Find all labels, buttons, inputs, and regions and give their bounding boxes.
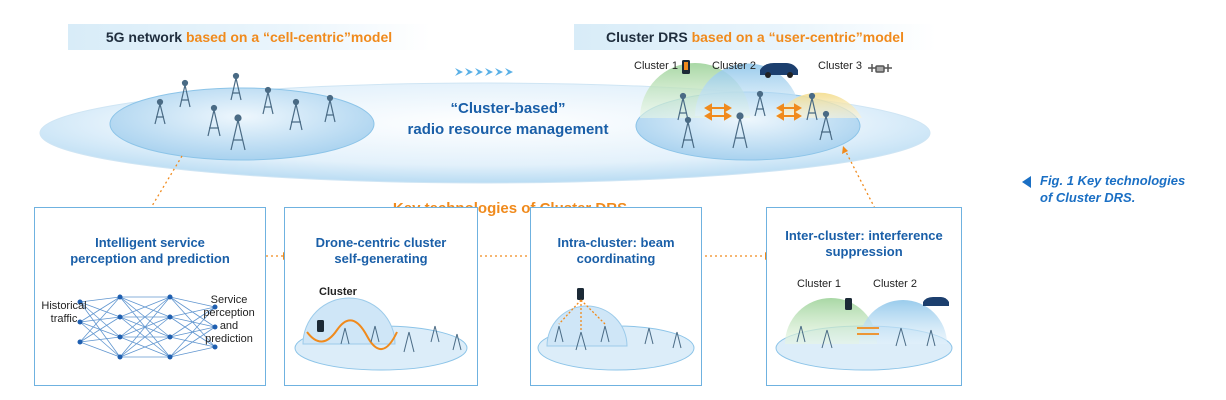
- nn-input-line1: Historical: [41, 300, 87, 312]
- top-cluster-1-label: Cluster 1: [634, 60, 679, 72]
- interference-graphic: [775, 297, 953, 371]
- panel1-title-line2: perception and prediction: [70, 251, 230, 266]
- cluster3-dome: [775, 92, 862, 118]
- header-right-prefix: Cluster DRS: [606, 29, 692, 45]
- panel2-cluster-label: Cluster: [319, 286, 357, 298]
- panel-service-perception: Intelligent service perception and predi…: [34, 207, 266, 386]
- beam-coordinating-graphic: [537, 288, 695, 371]
- nn-output-line3: and: [219, 320, 239, 332]
- panel2-title: Drone-centric cluster self-generating: [285, 235, 477, 267]
- neural-network-graphic: [77, 294, 218, 360]
- left-towers: [154, 72, 336, 151]
- caption-line2: of Cluster DRS.: [1040, 190, 1136, 205]
- panel4-title: Inter-cluster: interference suppression: [767, 228, 961, 260]
- figure-caption: Fig. 1 Key technologies of Cluster DRS.: [1040, 172, 1185, 206]
- panel4-cluster1-label: Cluster 1: [797, 278, 842, 290]
- panel2-title-line2: self-generating: [334, 251, 428, 266]
- nn-input-line2: traffic: [50, 313, 78, 325]
- transition-chevrons: [455, 68, 513, 76]
- panel3-title-line2: coordinating: [576, 251, 656, 266]
- inter-cluster-arrows: [704, 103, 802, 121]
- center-label: “Cluster-based” radio resource managemen…: [398, 98, 618, 140]
- panel-drone-cluster: Drone-centric cluster self-generating Cl…: [284, 207, 478, 386]
- top-cluster-2-label: Cluster 2: [712, 60, 757, 72]
- cell-centric-disc: [109, 87, 375, 161]
- cluster2-dome: [695, 63, 800, 116]
- header-right-banner: Cluster DRS based on a “user-centric”mod…: [574, 24, 936, 50]
- panel2-title-line1: Drone-centric cluster: [315, 235, 447, 250]
- drone-cluster-graphic: [294, 297, 468, 371]
- panel3-title: Intra-cluster: beam coordinating: [531, 235, 701, 267]
- panel3-title-line1: Intra-cluster: beam: [557, 235, 675, 250]
- nn-output-line4: prediction: [205, 333, 253, 345]
- panel4-title-line2: suppression: [825, 244, 903, 259]
- top-cluster-3-label: Cluster 3: [818, 60, 863, 72]
- panel4-title-line1: Inter-cluster: interference: [785, 228, 943, 243]
- nn-output-label: Service perception and prediction: [197, 294, 261, 346]
- header-left-prefix: 5G network: [105, 29, 186, 45]
- header-left-banner: 5G network based on a “cell-centric”mode…: [68, 24, 430, 50]
- right-towers: [677, 90, 833, 149]
- panel1-title: Intelligent service perception and predi…: [35, 235, 265, 267]
- caption-line1: Fig. 1 Key technologies: [1040, 173, 1186, 188]
- panel-interference-suppression: Inter-cluster: interference suppression …: [766, 207, 962, 386]
- center-label-line1: “Cluster-based”: [450, 100, 566, 117]
- drone-icon: [868, 64, 892, 73]
- center-label-line2: radio resource management: [407, 121, 609, 138]
- car-icon: [760, 63, 798, 75]
- panel-beam-coordinating: Intra-cluster: beam coordinating: [530, 207, 702, 386]
- caption-pointer-icon: [1022, 176, 1031, 188]
- panel1-title-line1: Intelligent service: [95, 235, 205, 250]
- nn-output-line2: perception: [203, 307, 255, 319]
- header-left-highlight: based on a “cell-centric”model: [185, 29, 393, 45]
- nn-output-line1: Service: [210, 294, 248, 306]
- panel4-cluster2-label: Cluster 2: [873, 278, 918, 290]
- nn-input-label: Historical traffic: [39, 300, 89, 326]
- header-right-highlight: based on a “user-centric”model: [691, 29, 904, 45]
